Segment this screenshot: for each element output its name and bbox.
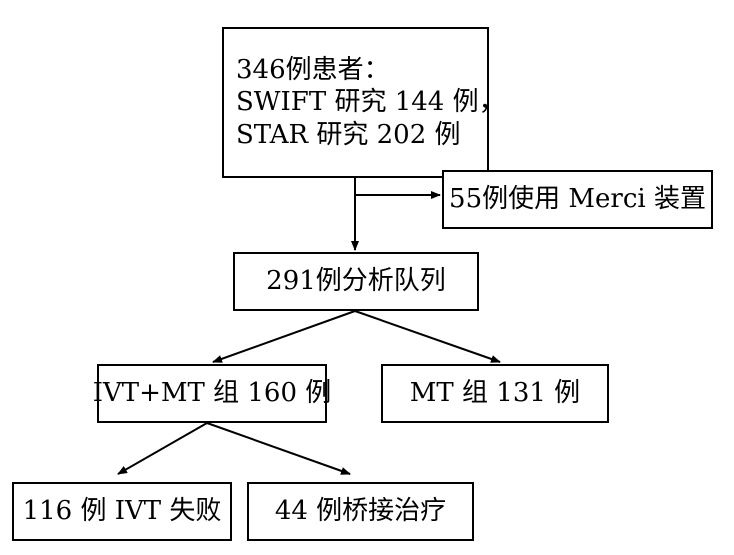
arrow-cohort-to-mt bbox=[354, 310, 501, 363]
ivt-mt-label: IVT+MT 组 160 例 bbox=[92, 378, 332, 409]
box-mt-group: MT 组 131 例 bbox=[381, 364, 609, 423]
box-excluded-merci: 55例使用 Merci 装置 bbox=[442, 170, 713, 229]
bridging-label: 44 例桥接治疗 bbox=[274, 496, 447, 527]
ivt-failed-label: 116 例 IVT 失败 bbox=[22, 496, 222, 527]
total-patients-line: 346例患者： bbox=[236, 54, 390, 85]
swift-study-line: SWIFT 研究 144 例， bbox=[236, 87, 505, 118]
box-analysis-cohort: 291例分析队列 bbox=[233, 252, 479, 311]
box-ivt-mt-group: IVT+MT 组 160 例 bbox=[93, 364, 331, 423]
arrow-cohort-to-ivtmt bbox=[212, 310, 356, 363]
box-bridging-therapy: 44 例桥接治疗 bbox=[247, 482, 474, 541]
box-ivt-failed: 116 例 IVT 失败 bbox=[12, 482, 232, 541]
arrow-ivtmt-to-bridging bbox=[206, 422, 351, 475]
star-study-line: STAR 研究 202 例 bbox=[236, 119, 461, 150]
arrow-ivtmt-to-failed bbox=[117, 422, 208, 475]
cohort-label: 291例分析队列 bbox=[266, 266, 446, 297]
box-total-patients: 346例患者： SWIFT 研究 144 例， STAR 研究 202 例 bbox=[222, 27, 505, 178]
mt-label: MT 组 131 例 bbox=[409, 378, 581, 409]
excluded-label: 55例使用 Merci 装置 bbox=[449, 184, 706, 215]
